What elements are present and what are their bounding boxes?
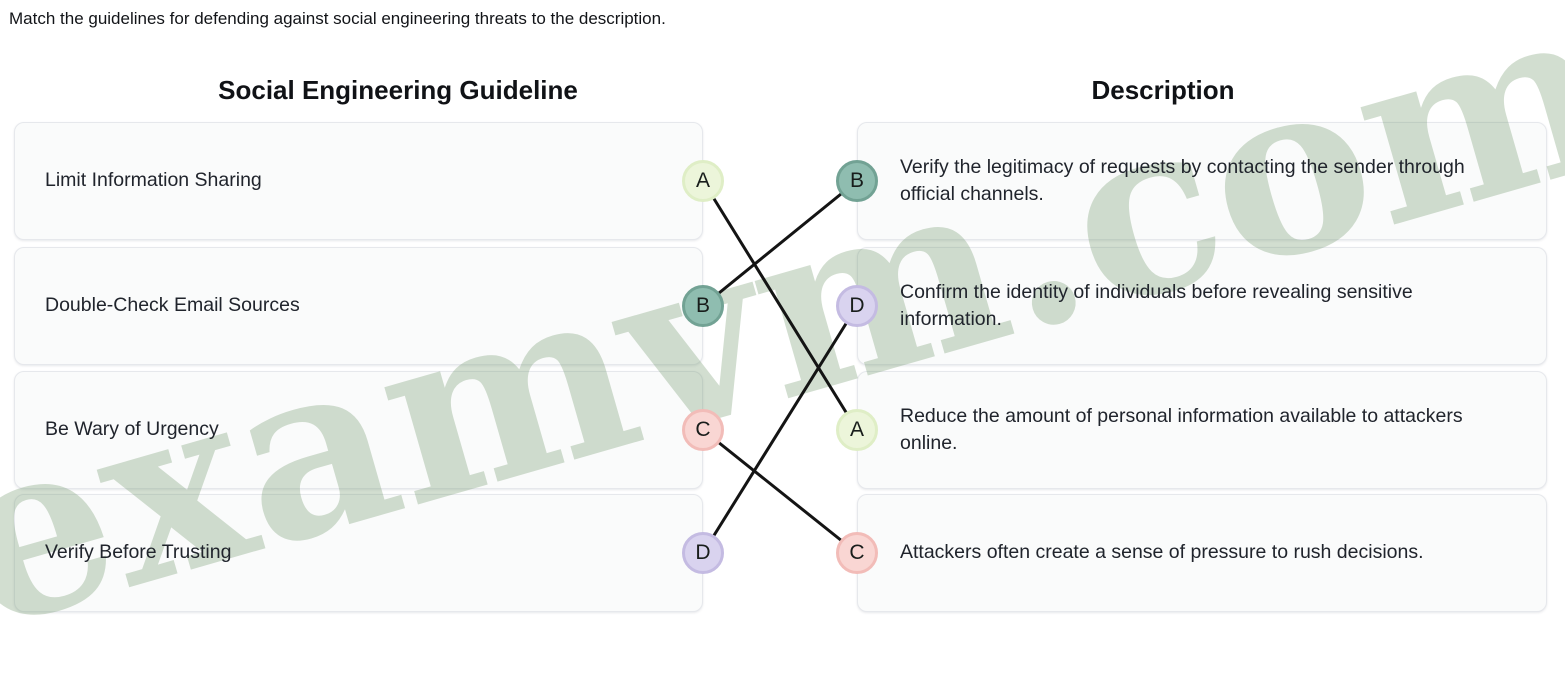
description-text: Attackers often create a sense of pressu… — [900, 541, 1424, 564]
guideline-badge[interactable]: A — [682, 160, 724, 202]
question-instruction: Match the guidelines for defending again… — [9, 9, 666, 28]
description-text: Verify the legitimacy of requests by con… — [900, 155, 1465, 206]
guideline-text: Double-Check Email Sources — [45, 294, 300, 317]
guideline-card[interactable]: Verify Before Trusting — [14, 494, 703, 612]
description-text: Reduce the amount of personal informatio… — [900, 404, 1463, 455]
guideline-text: Verify Before Trusting — [45, 541, 232, 564]
description-card[interactable]: Verify the legitimacy of requests by con… — [857, 122, 1547, 240]
guideline-card[interactable]: Limit Information Sharing — [14, 122, 703, 240]
right-column-header: Description — [1091, 75, 1235, 105]
description-card[interactable]: Confirm the identity of individuals befo… — [857, 247, 1547, 365]
guideline-card[interactable]: Double-Check Email Sources — [14, 247, 703, 365]
description-text: Confirm the identity of individuals befo… — [900, 280, 1413, 331]
guideline-text: Limit Information Sharing — [45, 169, 262, 192]
guideline-badge[interactable]: D — [682, 532, 724, 574]
description-card[interactable]: Reduce the amount of personal informatio… — [857, 371, 1547, 489]
guideline-badge[interactable]: C — [682, 409, 724, 451]
left-column-header: Social Engineering Guideline — [218, 75, 578, 105]
guideline-text: Be Wary of Urgency — [45, 418, 219, 441]
description-badge[interactable]: A — [836, 409, 878, 451]
description-card[interactable]: Attackers often create a sense of pressu… — [857, 494, 1547, 612]
guideline-card[interactable]: Be Wary of Urgency — [14, 371, 703, 489]
description-badge[interactable]: B — [836, 160, 878, 202]
description-badge[interactable]: C — [836, 532, 878, 574]
description-badge[interactable]: D — [836, 285, 878, 327]
guideline-badge[interactable]: B — [682, 285, 724, 327]
